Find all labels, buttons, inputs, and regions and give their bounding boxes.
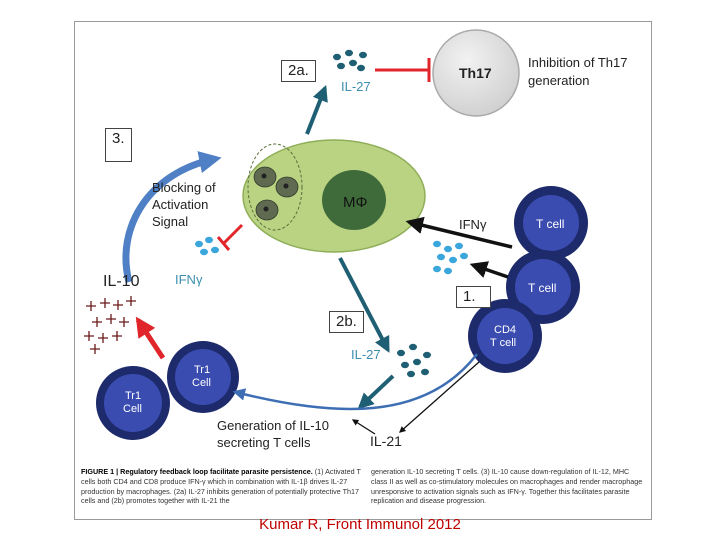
ifng-right-label: IFNγ [459, 217, 487, 232]
step-2a-box: 2a. [281, 60, 316, 82]
step-1-box: 1. [456, 286, 491, 308]
th17-cell: Th17 [432, 29, 520, 117]
ifng-block-bar [216, 223, 244, 251]
arrow-il21-to-generation [351, 419, 376, 435]
il27-top-molecules [333, 49, 367, 72]
macrophage-cell: MΦ [242, 139, 426, 253]
macrophage-label: MΦ [343, 194, 367, 211]
blocking-label-line3: Signal [152, 214, 188, 229]
il27-bottom-label: IL-27 [351, 347, 381, 362]
arrow-cd4-to-il21 [399, 361, 480, 433]
arrow-tcell-to-macrophage [405, 216, 513, 249]
generation-label-line2: secreting T cells [217, 435, 311, 450]
il10-molecules [84, 296, 136, 354]
ifng-right-molecules [433, 240, 468, 275]
cd4-t-cell: CD4 T cell [468, 299, 542, 373]
inhibition-label-line1: Inhibition of Th17 [528, 55, 628, 70]
arrow-tcell-to-ifng [469, 261, 509, 279]
blocking-label-line1: Blocking of [152, 180, 216, 195]
tr1-front-label-line2: Cell [123, 403, 142, 415]
generation-label-line1: Generation of IL-10 [217, 418, 329, 433]
arrow-cd4-to-tr1 [232, 353, 478, 411]
il21-label: IL-21 [370, 433, 402, 449]
cd4-label-line2: T cell [490, 337, 516, 349]
tr1-front-label-line1: Tr1 [125, 390, 141, 402]
t-cell-top-label: T cell [536, 217, 564, 231]
cd4-label-line1: CD4 [494, 324, 516, 336]
diagram-canvas: MΦ Th17 Inhibition of Th17 generation IL… [84, 29, 628, 450]
arrow-macrophage-to-il27-top [305, 85, 328, 135]
arrow-il27-to-generation [357, 374, 395, 410]
caption-heading: FIGURE 1 | Regulatory feedback loop faci… [81, 467, 313, 476]
t-cell-top: T cell [514, 186, 588, 260]
tr1-back-label-line1: Tr1 [194, 364, 210, 376]
figure-panel: MΦ Th17 Inhibition of Th17 generation IL… [74, 21, 652, 520]
step-3-box: 3. [105, 128, 132, 162]
tr1-cell-back: Tr1 Cell [167, 341, 239, 413]
inhibition-label-line2: generation [528, 73, 589, 88]
tr1-back-label-line2: Cell [192, 377, 211, 389]
t-cell-middle-label: T cell [528, 281, 556, 295]
th17-inhibition-bar [375, 58, 431, 82]
blocking-label-line2: Activation [152, 197, 208, 212]
il10-label: IL-10 [103, 273, 140, 290]
il27-top-label: IL-27 [341, 79, 371, 94]
arrow-macrophage-to-il27-bottom [338, 257, 390, 353]
step-2b-box: 2b. [329, 311, 364, 333]
tr1-cell-front: Tr1 Cell [96, 366, 170, 440]
arrow-tr1-to-il10 [135, 316, 166, 360]
caption-right-column: generation IL-10 secreting T cells. (3) … [371, 467, 643, 506]
caption-left-column: FIGURE 1 | Regulatory feedback loop faci… [81, 467, 361, 506]
ifng-left-label: IFNγ [175, 272, 203, 287]
th17-label: Th17 [459, 65, 492, 81]
parasite-vacuoles [253, 166, 299, 221]
arrow-3-curve [122, 151, 222, 283]
citation: Kumar R, Front Immunol 2012 [259, 516, 461, 533]
caption-left-body: (1) Activated T cells both CD4 and CD8 p… [81, 467, 361, 506]
il27-bottom-molecules [397, 343, 431, 378]
ifng-left-molecules [195, 236, 219, 256]
